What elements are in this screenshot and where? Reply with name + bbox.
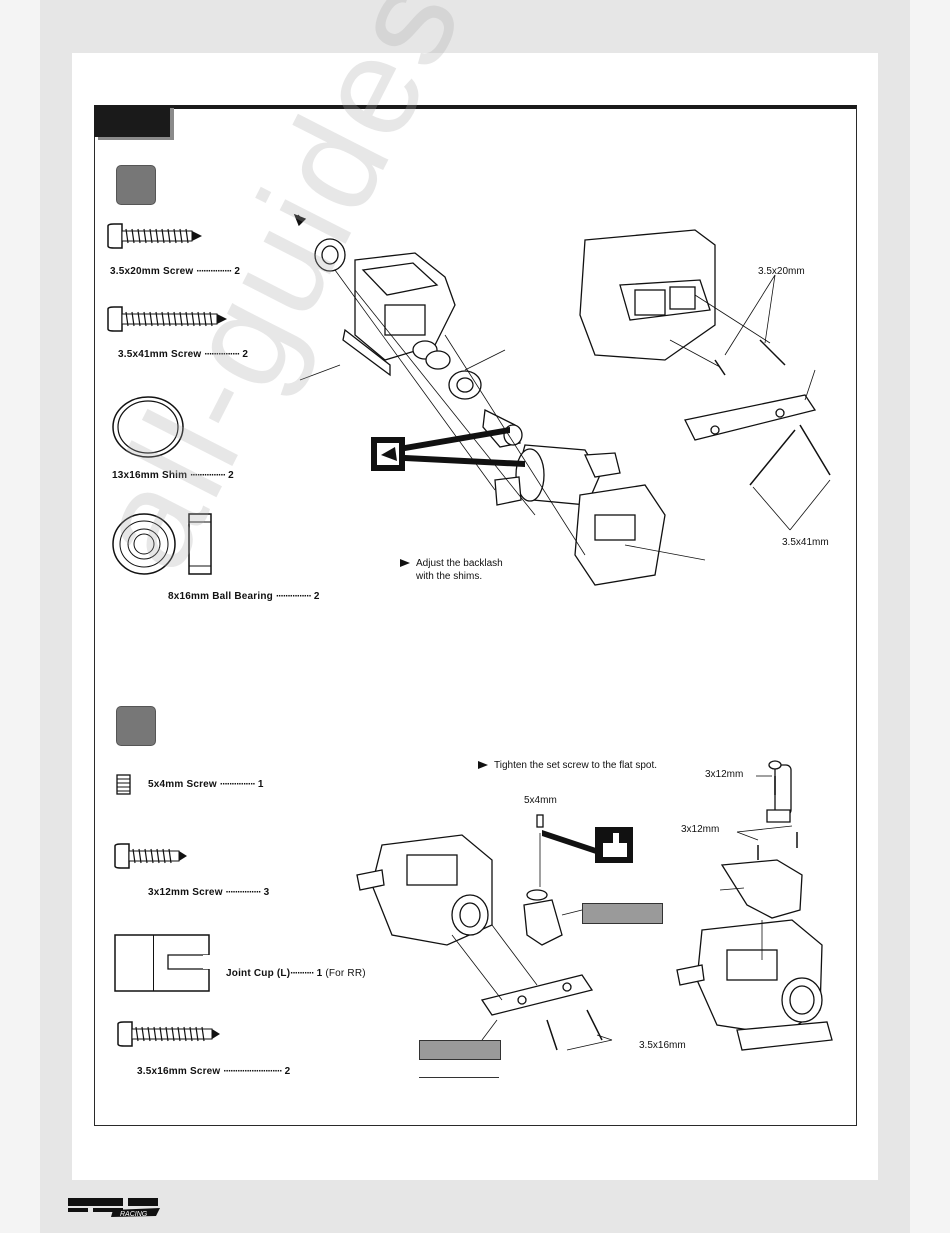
page-edge-right [910,0,950,1233]
shim-icon [112,396,184,458]
set-screw-tighten-icon [595,827,633,863]
step2-center-diagram [356,814,613,1051]
step1-exploded-diagram [293,213,706,586]
screw-callout: 3x12mm [681,824,720,835]
part-callout-box [419,1040,501,1060]
step1-assembly-diagram [579,229,831,531]
screw-callout: 3.5x20mm [758,266,805,277]
note-arrow-icon [400,559,410,568]
hpi-racing-logo-icon: RACING [68,1198,160,1218]
part-label: 13x16mm Shim ··············· 2 [112,470,234,481]
screw-callout: 3x12mm [705,769,744,780]
part-label: Joint Cup (L)·········· 1 (For RR) [226,968,366,979]
step2-badge [116,706,156,746]
part-callout-box [582,903,663,924]
page-edge-left [0,0,40,1233]
set-screw-icon [116,774,131,795]
screw-callout: 3.5x16mm [639,1040,686,1051]
step2-right-diagram [676,760,833,1051]
part-label: 3.5x41mm Screw ··············· 2 [118,349,249,360]
part-label: 3x12mm Screw ··············· 3 [148,887,270,898]
screw-41mm-icon [107,306,227,332]
screw-12mm-icon [114,843,187,869]
set-screw-note: Tighten the set screw to the flat spot. [478,760,657,771]
screw-20mm-icon [107,223,202,249]
step-number-tab [94,105,170,137]
svg-text:RACING: RACING [120,1211,148,1218]
ball-bearing-icon [112,513,212,575]
step1-badge [116,165,156,205]
note-arrow-icon [478,761,488,770]
part-label: 3.5x20mm Screw ··············· 2 [110,266,241,277]
screw-16mm-icon [117,1021,220,1047]
part-label: 5x4mm Screw ··············· 1 [148,779,264,790]
screw-callout: 5x4mm [524,795,557,806]
part-callout-line [419,1058,499,1078]
part-label: 8x16mm Ball Bearing ··············· 2 [168,591,320,602]
part-label: 3.5x16mm Screw ·························… [137,1066,291,1077]
screw-callout: 3.5x41mm [782,537,829,548]
joint-cup-icon [114,934,211,992]
step-frame [94,105,857,1126]
